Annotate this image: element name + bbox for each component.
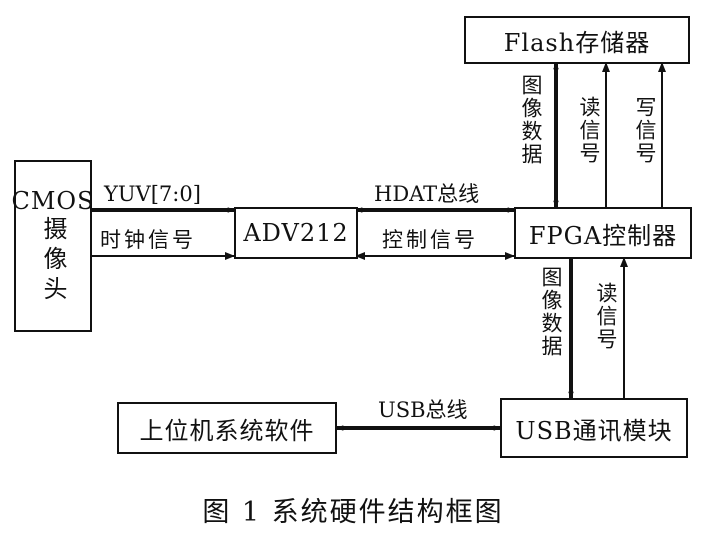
flash-memory-block: Flash存储器 bbox=[464, 16, 690, 64]
fpga-controller-label: FPGA控制器 bbox=[528, 221, 678, 250]
flash-memory-label: Flash存储器 bbox=[503, 28, 651, 57]
usb-module-label: USB通讯模块 bbox=[515, 416, 673, 445]
clock-label: 时钟信号 bbox=[100, 228, 196, 252]
cmos-camera-label-line2: 摄像头 bbox=[39, 216, 67, 306]
flash-image-data-label: 图像数据 bbox=[519, 74, 543, 166]
host-software-label: 上位机系统软件 bbox=[139, 416, 315, 445]
usb-bus-label: USB总线 bbox=[378, 398, 468, 422]
adv212-label: ADV212 bbox=[243, 219, 349, 247]
usb-module-block: USB通讯模块 bbox=[500, 398, 688, 458]
host-software-block: 上位机系统软件 bbox=[117, 402, 337, 454]
usb-image-data-label: 图像数据 bbox=[539, 266, 563, 358]
cmos-camera-block: CMOS 摄像头 bbox=[11, 160, 95, 332]
flash-read-label: 读信号 bbox=[577, 96, 601, 165]
usb-read-label: 读信号 bbox=[594, 282, 618, 351]
control-label: 控制信号 bbox=[382, 228, 478, 252]
fpga-controller-block: FPGA控制器 bbox=[514, 207, 692, 259]
yuv-label: YUV[7:0] bbox=[104, 182, 201, 206]
cmos-camera-label-line1: CMOS bbox=[11, 187, 95, 215]
flash-write-label: 写信号 bbox=[633, 96, 657, 165]
adv212-block: ADV212 bbox=[234, 207, 358, 259]
hdat-label: HDAT总线 bbox=[374, 182, 480, 206]
figure-caption: 图 1 系统硬件结构框图 bbox=[202, 497, 504, 528]
